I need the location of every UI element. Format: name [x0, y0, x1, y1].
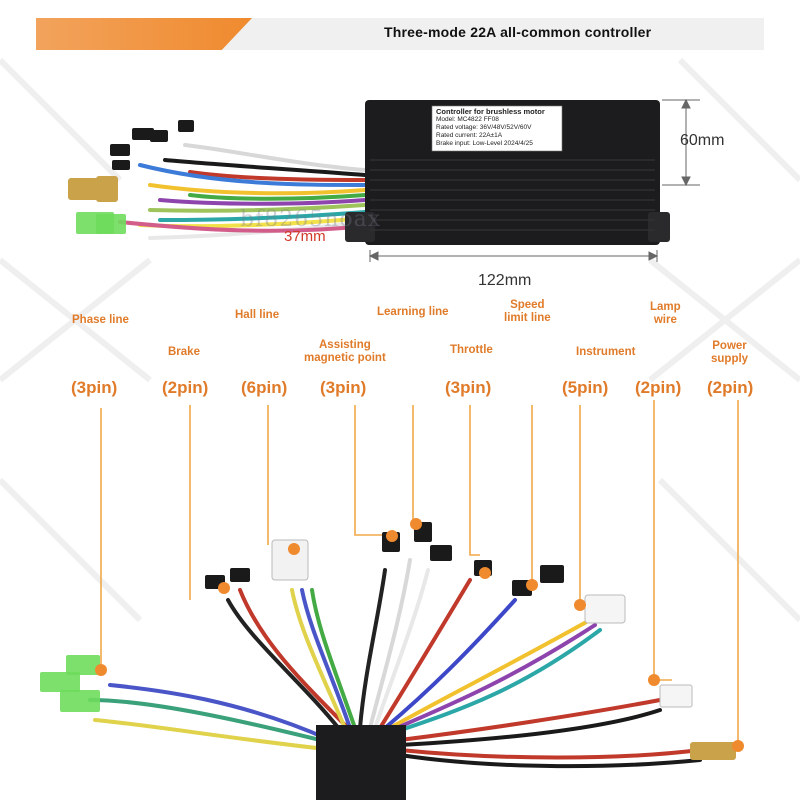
product-label-line1: Controller for brushless motor — [436, 107, 545, 116]
product-label: Controller for brushless motor Model: MC… — [436, 108, 560, 148]
header-title: Three-mode 22A all-common controller — [384, 24, 652, 40]
pin-instrument: (5pin) — [562, 378, 609, 397]
pin-hall-line: (6pin) — [241, 378, 288, 397]
watermark: bf8265noax — [240, 207, 382, 232]
pin-phase-line: (3pin) — [71, 378, 118, 397]
pin-throttle: (3pin) — [445, 378, 492, 397]
label-lamp-line2: wire — [653, 314, 677, 326]
dot-power-supply — [732, 740, 744, 752]
product-label-line2: Model: MC4822 FF08 — [436, 116, 499, 123]
dimension-height: 60mm — [680, 132, 725, 149]
label-power-line1: Power — [712, 340, 747, 352]
dot-throttle — [479, 567, 491, 579]
dot-phase-line — [95, 664, 107, 676]
label-phase-line: Phase line — [72, 314, 129, 326]
dimension-depth: 37mm — [284, 228, 326, 245]
product-label-line3: Rated voltage: 36V/48V/52V/60V — [436, 124, 532, 131]
label-speed-line1: Speed — [510, 299, 545, 311]
label-hall-line: Hall line — [235, 309, 280, 321]
dimension-length: 122mm — [478, 272, 532, 289]
top-wire-bundle — [118, 143, 367, 240]
label-brake: Brake — [168, 346, 200, 358]
product-label-line5: Brake input: Low-Level 2024/4/25 — [436, 140, 533, 147]
label-instrument: Instrument — [576, 346, 636, 358]
label-assisting-magnetic-point: Assisting magnetic point — [304, 339, 386, 365]
controller-box — [345, 100, 670, 245]
label-assisting-line1: Assisting — [319, 339, 371, 351]
label-speed-limit-line: Speed limit line — [504, 299, 551, 325]
pin-assisting-magnetic-point: (3pin) — [320, 378, 367, 397]
label-lamp-line1: Lamp — [650, 301, 681, 313]
leader-lines — [100, 400, 739, 745]
bottom-wire-bundle — [88, 558, 702, 769]
label-power-supply: Power supply — [711, 340, 748, 366]
dot-hall-line — [288, 543, 300, 555]
label-lamp-wire: Lamp wire — [650, 301, 681, 327]
dimension-lines — [368, 98, 700, 262]
label-throttle: Throttle — [450, 344, 493, 356]
header-accent-stripe — [36, 18, 252, 50]
label-assisting-line2: magnetic point — [304, 352, 386, 364]
label-learning-line: Learning line — [377, 306, 449, 318]
dot-instrument — [574, 599, 586, 611]
dot-lamp-wire — [648, 674, 660, 686]
pin-power-supply: (2pin) — [707, 378, 754, 397]
pin-lamp-wire: (2pin) — [635, 378, 682, 397]
label-power-line2: supply — [711, 353, 749, 365]
label-speed-line2: limit line — [504, 312, 551, 324]
dot-speed-limit-line — [526, 579, 538, 591]
top-connectors — [68, 120, 194, 234]
background-pattern — [0, 57, 800, 623]
dot-assisting-magnetic-point — [386, 530, 398, 542]
dot-brake — [218, 582, 230, 594]
dot-learning-line — [410, 518, 422, 530]
product-label-line4: Rated current: 22A±1A — [436, 132, 503, 139]
pin-brake: (2pin) — [162, 378, 209, 397]
